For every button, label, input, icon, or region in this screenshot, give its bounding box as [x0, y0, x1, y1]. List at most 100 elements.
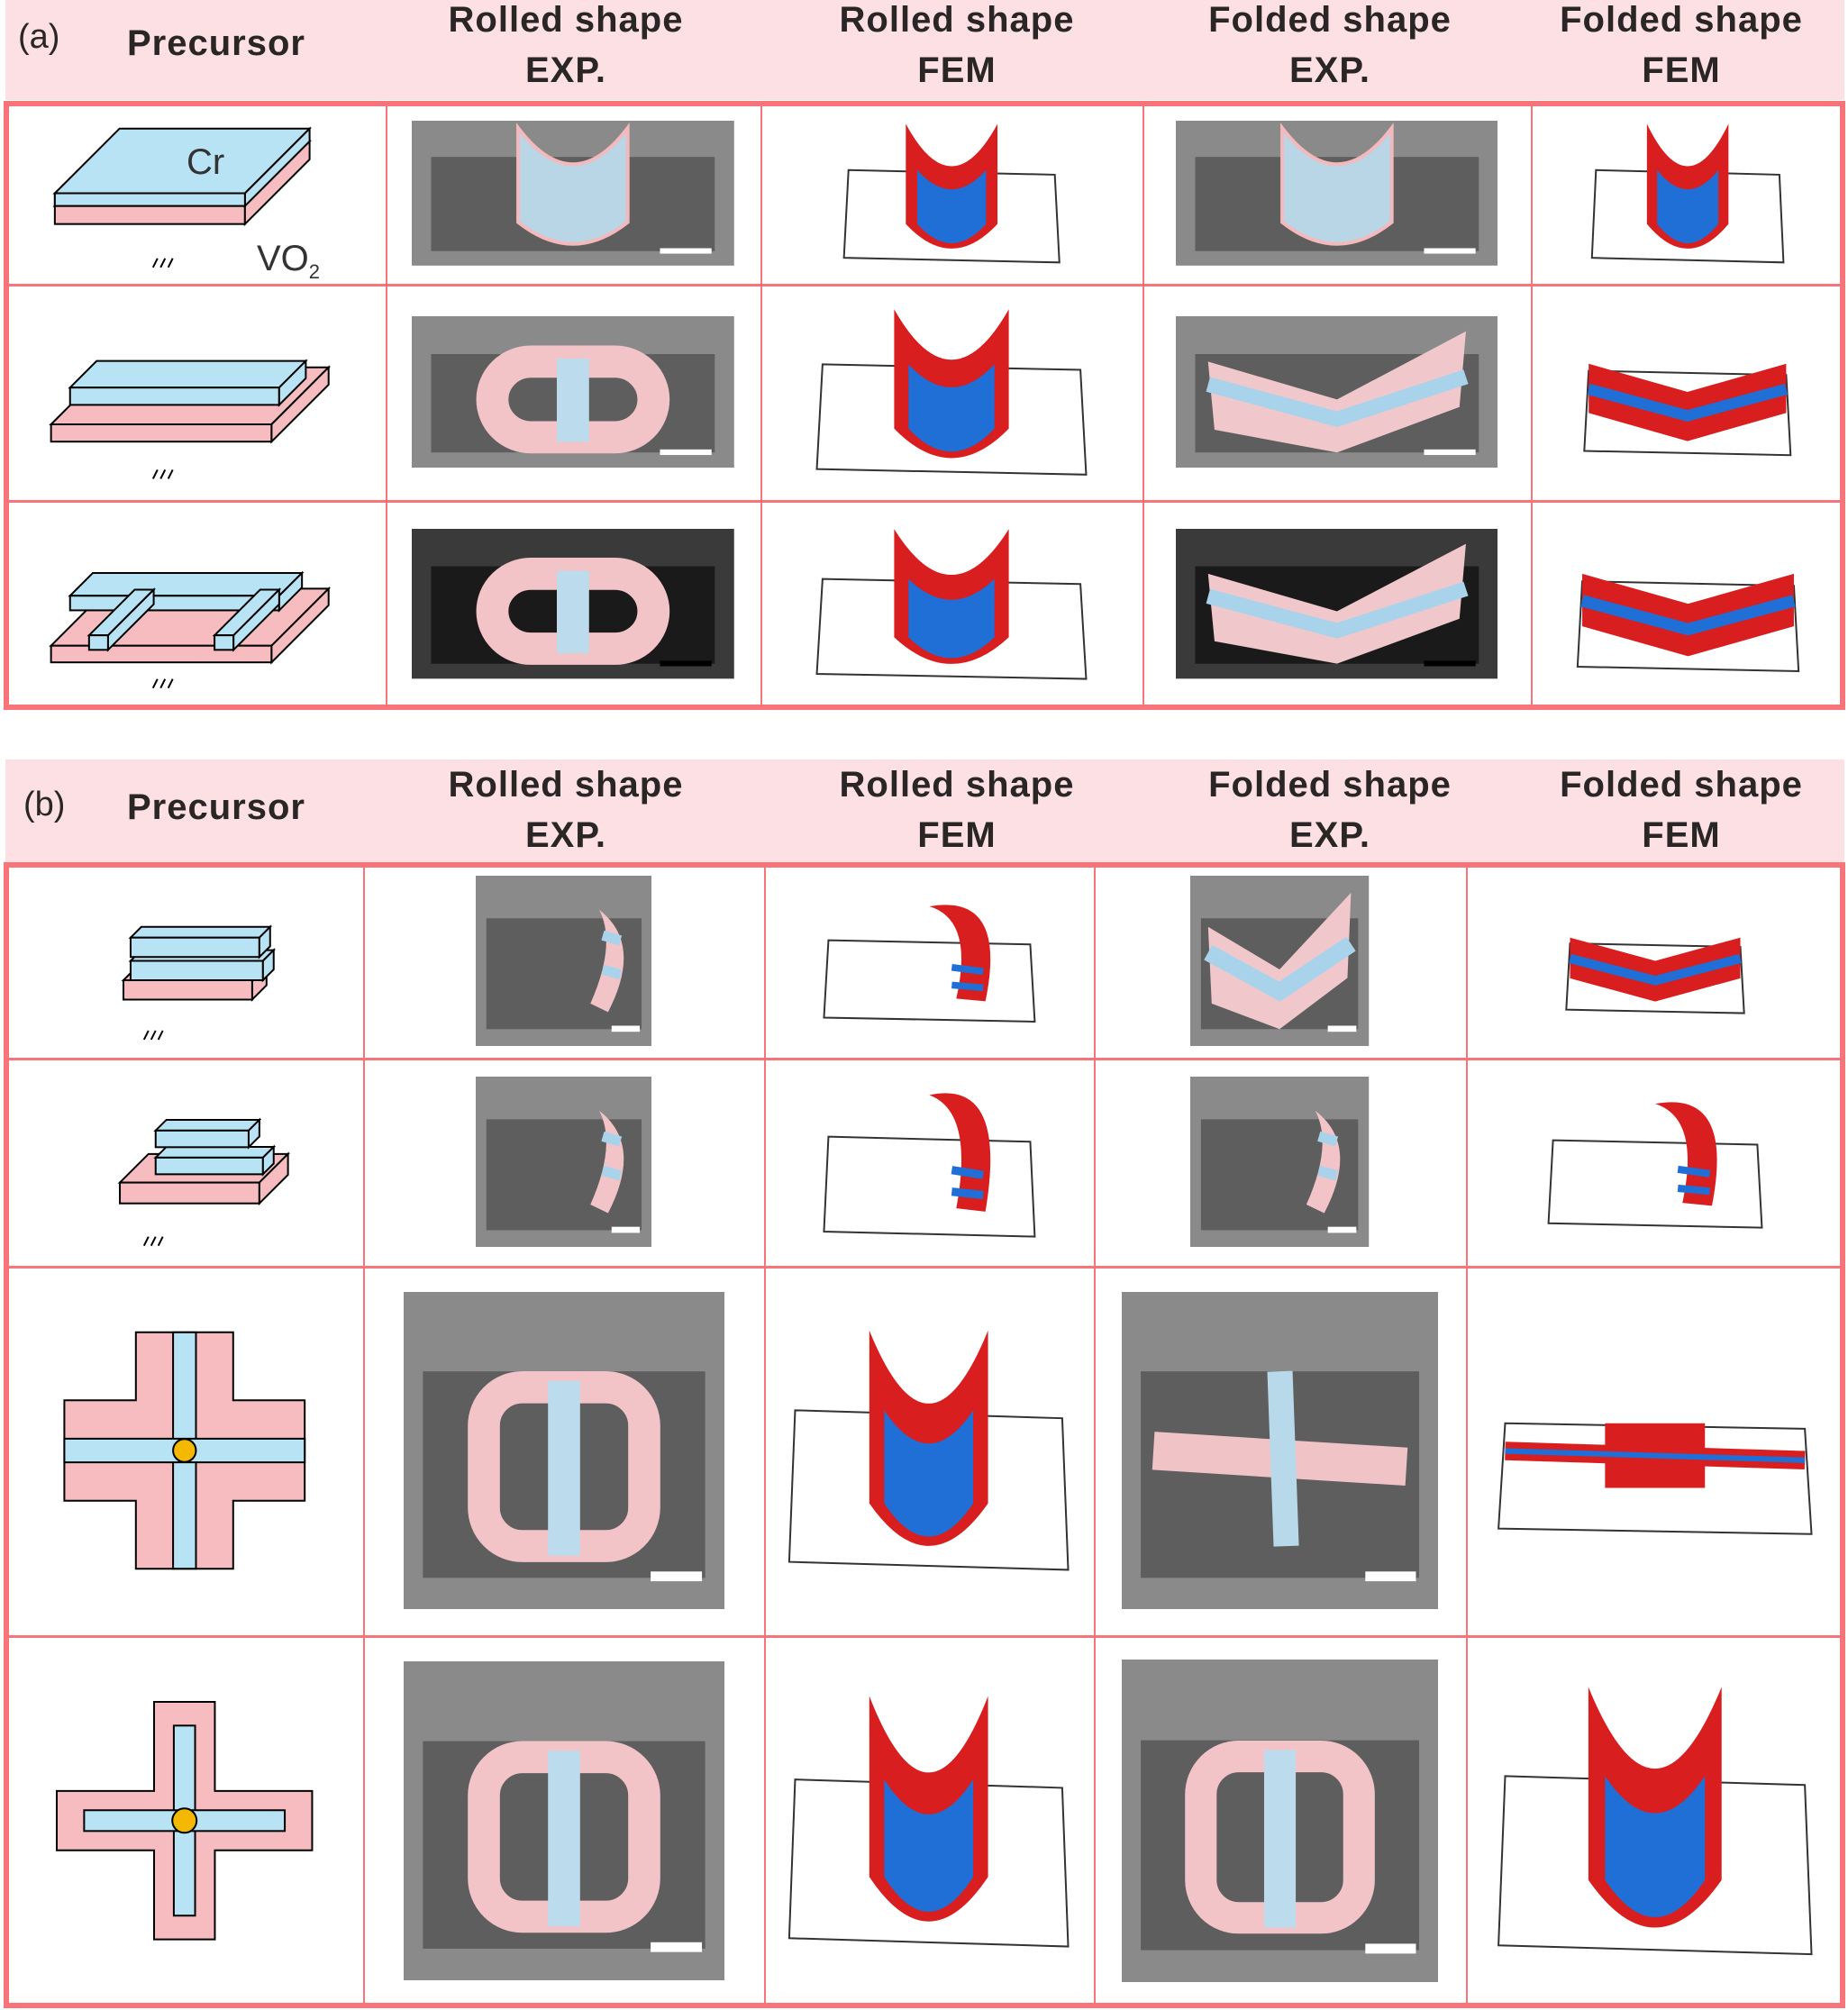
figure-image [412, 121, 734, 266]
anchor-hatch-icon [151, 468, 174, 479]
column-header-line1: Rolled shape [448, 765, 684, 805]
precursor-diagram [49, 570, 332, 689]
scale-bar [1365, 1570, 1416, 1581]
figure-image [403, 1660, 724, 1981]
scale-bar [660, 248, 712, 254]
figure-image [1565, 937, 1745, 1014]
column-header-line1: Rolled shape [839, 0, 1075, 40]
result-cell [808, 521, 1095, 687]
figure-image [788, 1331, 1070, 1571]
figure-image [475, 875, 652, 1047]
sheet [589, 909, 624, 1013]
column-divider [1466, 864, 1468, 2006]
column-header-line2: FEM [917, 815, 997, 855]
fem-model [1547, 1102, 1763, 1229]
sheet [1206, 543, 1469, 665]
row-divider [5, 1058, 1844, 1060]
column-header-line1: Folded shape [1560, 0, 1803, 40]
substrate-outline [1576, 580, 1799, 673]
precursor-cell [41, 1303, 328, 1598]
result-cell [1542, 1089, 1769, 1235]
sem-image [412, 121, 734, 266]
scale-bar [1424, 248, 1476, 254]
result-cell [780, 1682, 1077, 1960]
result-cell [1561, 903, 1750, 1019]
figure-image [63, 1331, 305, 1570]
figure-image [1576, 574, 1799, 673]
figure-image [475, 1076, 652, 1248]
sem-image [1175, 529, 1498, 679]
panel-b-table [4, 862, 1845, 2008]
column-header-line2: FEM [1642, 50, 1721, 90]
result-cell [1175, 529, 1498, 679]
scale-bar [611, 1226, 640, 1233]
column-header-line1: Folded shape [1208, 765, 1452, 805]
panel-a-table [4, 101, 1845, 710]
row-divider [5, 1635, 1844, 1638]
column-header-line2: EXP. [1289, 50, 1370, 90]
sheet [1279, 123, 1394, 246]
scale-bar [1328, 1025, 1357, 1032]
figure-image [788, 1695, 1070, 1948]
sem-image [403, 1291, 724, 1610]
sem-image [1190, 1076, 1370, 1248]
vo2-subscript: 2 [308, 260, 321, 283]
fem-model [788, 1331, 1070, 1571]
figure-image [815, 529, 1088, 680]
column-divider [764, 864, 766, 2006]
figure-image [1547, 1102, 1763, 1229]
figure-image [1190, 1076, 1370, 1248]
column-header-line1: Folded shape [1208, 0, 1452, 40]
precursor-diagram [117, 1117, 291, 1247]
sem-image [1121, 1659, 1439, 1983]
scale-bar [1424, 449, 1476, 456]
column-header-line2: EXP. [525, 50, 606, 90]
figure-image [1121, 1659, 1439, 1983]
sem-image [1190, 875, 1370, 1047]
precursor-cell [5, 284, 386, 500]
sheet [1204, 892, 1357, 1030]
substrate-outline [822, 1135, 1036, 1238]
result-cell [780, 1317, 1077, 1583]
row-divider [5, 284, 1844, 286]
precursor-cell [5, 500, 386, 708]
result-cell [1578, 322, 1798, 462]
scale-bar [1328, 1226, 1357, 1233]
result-cell [1190, 875, 1370, 1047]
panel-b-label: (b) [23, 786, 66, 823]
figure-image [49, 570, 332, 689]
sem-image [1175, 121, 1498, 266]
result-cell [1570, 529, 1806, 678]
anchor-hatch-icon [142, 1030, 164, 1041]
sem-image [1121, 1291, 1439, 1610]
column-header-line2: FEM [1642, 815, 1721, 855]
sheet [467, 1370, 660, 1562]
substrate-outline [1547, 1139, 1763, 1229]
sem-image [475, 1076, 652, 1248]
result-cell [403, 1291, 724, 1610]
anchor-hatch-icon [151, 678, 174, 689]
scale-bar [1365, 1943, 1416, 1954]
figure-image [412, 316, 734, 468]
figure-image [1590, 123, 1785, 264]
result-cell [1175, 121, 1498, 266]
precursor-diagram [63, 1331, 305, 1570]
sem-image [412, 316, 734, 468]
figure-image [412, 529, 734, 679]
sem-image [475, 875, 652, 1047]
figure-image [822, 1093, 1036, 1238]
fem-model [822, 905, 1036, 1023]
sheet [467, 1741, 660, 1933]
scale-bar [650, 1570, 702, 1581]
column-divider [760, 103, 762, 708]
column-divider [1094, 864, 1096, 2006]
panel-a-header-precursor: Precursor [127, 23, 305, 63]
result-cell [412, 529, 734, 679]
vo2-layer-label: VO2 [257, 239, 320, 284]
cr-layer-label: Cr [187, 142, 225, 182]
